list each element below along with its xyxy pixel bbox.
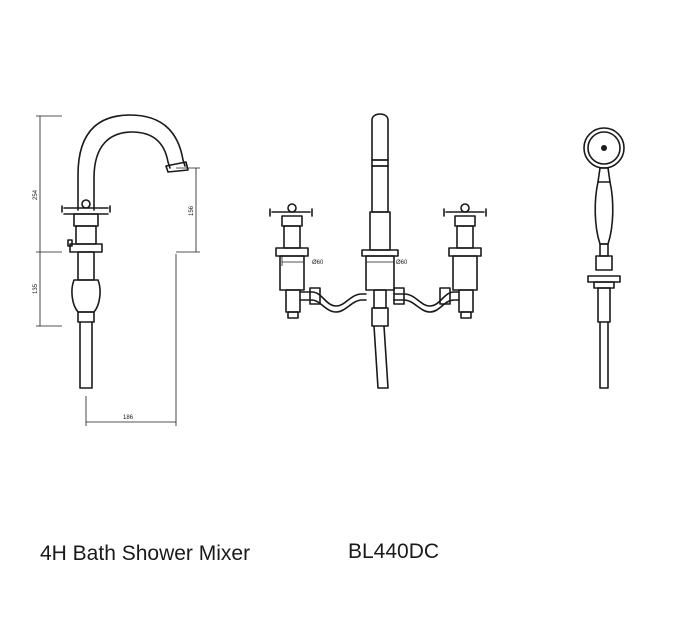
dim-left-valve-diameter: Ø60: [312, 260, 324, 266]
side-view: 254 135 156 186: [33, 114, 200, 426]
dim-body-height: 135: [33, 283, 39, 294]
dim-spout-reach: 186: [123, 415, 134, 421]
product-name: 4H Bath Shower Mixer: [40, 542, 251, 565]
product-code: BL440DC: [348, 540, 440, 563]
dim-right-valve-diameter: Ø60: [396, 260, 408, 266]
dim-overall-height: 254: [33, 189, 39, 200]
front-view: Ø60 Ø60: [269, 113, 487, 389]
handset-view: [583, 127, 625, 389]
dim-spout-drop: 156: [189, 205, 195, 216]
